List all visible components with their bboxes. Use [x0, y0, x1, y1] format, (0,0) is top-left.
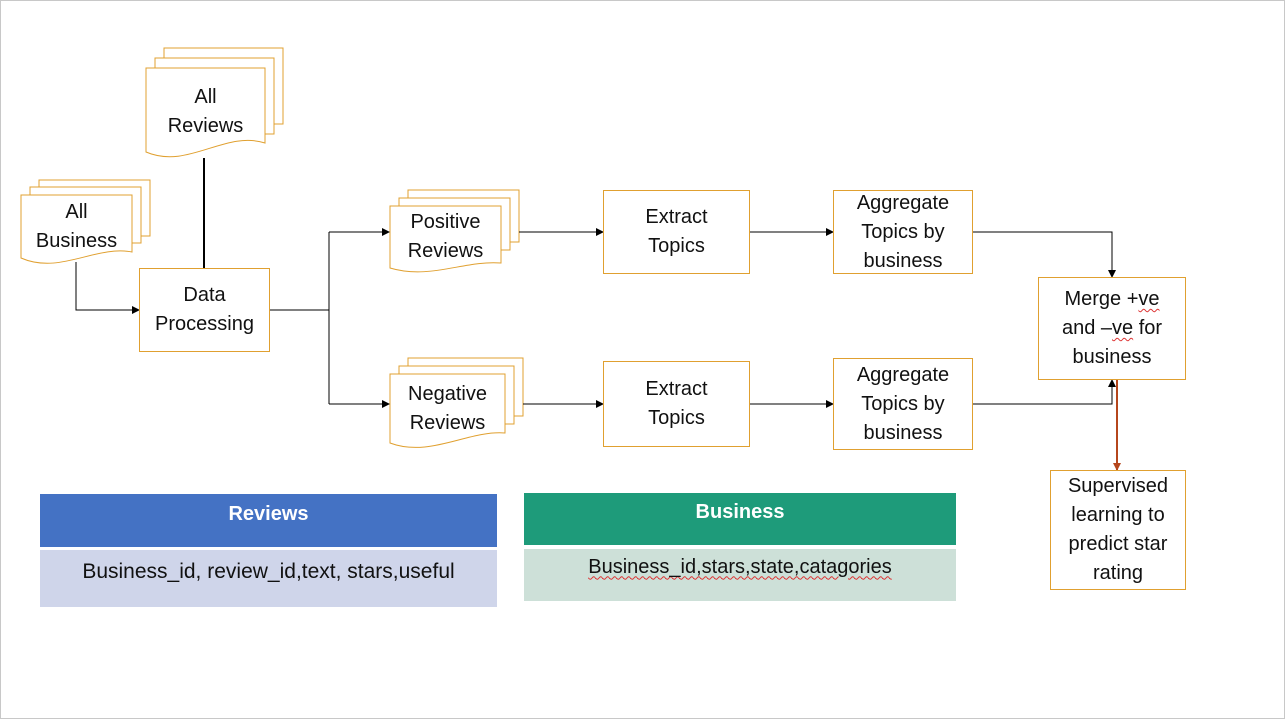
positive-reviews-shape — [389, 189, 520, 273]
aggregate-pos-box — [833, 190, 973, 274]
extract-topics-pos-box — [603, 190, 750, 274]
business-table-header: Business — [524, 493, 956, 545]
extract-topics-neg-label: Extract Topics — [645, 378, 708, 429]
reviews-table-header: Reviews — [40, 494, 497, 547]
aggregate-neg-box — [833, 358, 973, 450]
all-business-shape — [20, 179, 151, 264]
business-table-fields: Business_id,stars,state,catagories — [524, 549, 956, 601]
arrow-aggregate-pos-to-merge — [972, 231, 1116, 278]
arrow-business-to-processing — [75, 262, 140, 314]
aggregate-neg-label: Aggregate Topics by business — [856, 363, 950, 444]
negative-reviews-label: Negative Reviews — [408, 383, 487, 434]
positive-reviews-label: Positive Reviews — [407, 211, 484, 262]
aggregate-pos-label: Aggregate Topics by business — [856, 191, 950, 272]
merge-text-2: and – — [1061, 317, 1113, 339]
all-reviews-shape — [145, 47, 284, 158]
business-fields-text: Business_id,stars,state,catagories — [588, 555, 892, 578]
merge-text-ve2: ve — [1112, 317, 1134, 339]
arrow-aggregate-neg-to-merge — [972, 379, 1116, 405]
negative-reviews-shape — [389, 357, 524, 448]
all-business-label: All Business — [35, 201, 118, 252]
reviews-fields-text: Business_id, review_id,text, stars,usefu… — [82, 559, 455, 583]
extract-topics-pos-label: Extract Topics — [645, 206, 708, 257]
merge-text-1: Merge + — [1064, 288, 1139, 310]
connectors — [75, 158, 1116, 408]
merge-text-ve1: ve — [1138, 288, 1160, 310]
merge-text-2b: for — [1133, 317, 1163, 339]
all-reviews-label: All Reviews — [167, 86, 244, 137]
data-processing-label: Data Processing — [155, 284, 254, 335]
reviews-table-fields: Business_id, review_id,text, stars,usefu… — [40, 550, 497, 607]
data-processing-box — [139, 268, 270, 352]
supervised-box — [1050, 470, 1186, 590]
supervised-label: Supervised learning to predict star rati… — [1067, 475, 1169, 584]
merge-text-3: business — [1072, 346, 1152, 368]
merge-box — [1038, 277, 1186, 380]
business-header-text: Business — [695, 500, 785, 523]
reviews-header-text: Reviews — [228, 503, 309, 525]
merge-label: Merge +ve and –ve for business — [1038, 277, 1186, 380]
extract-topics-neg-box — [603, 361, 750, 447]
